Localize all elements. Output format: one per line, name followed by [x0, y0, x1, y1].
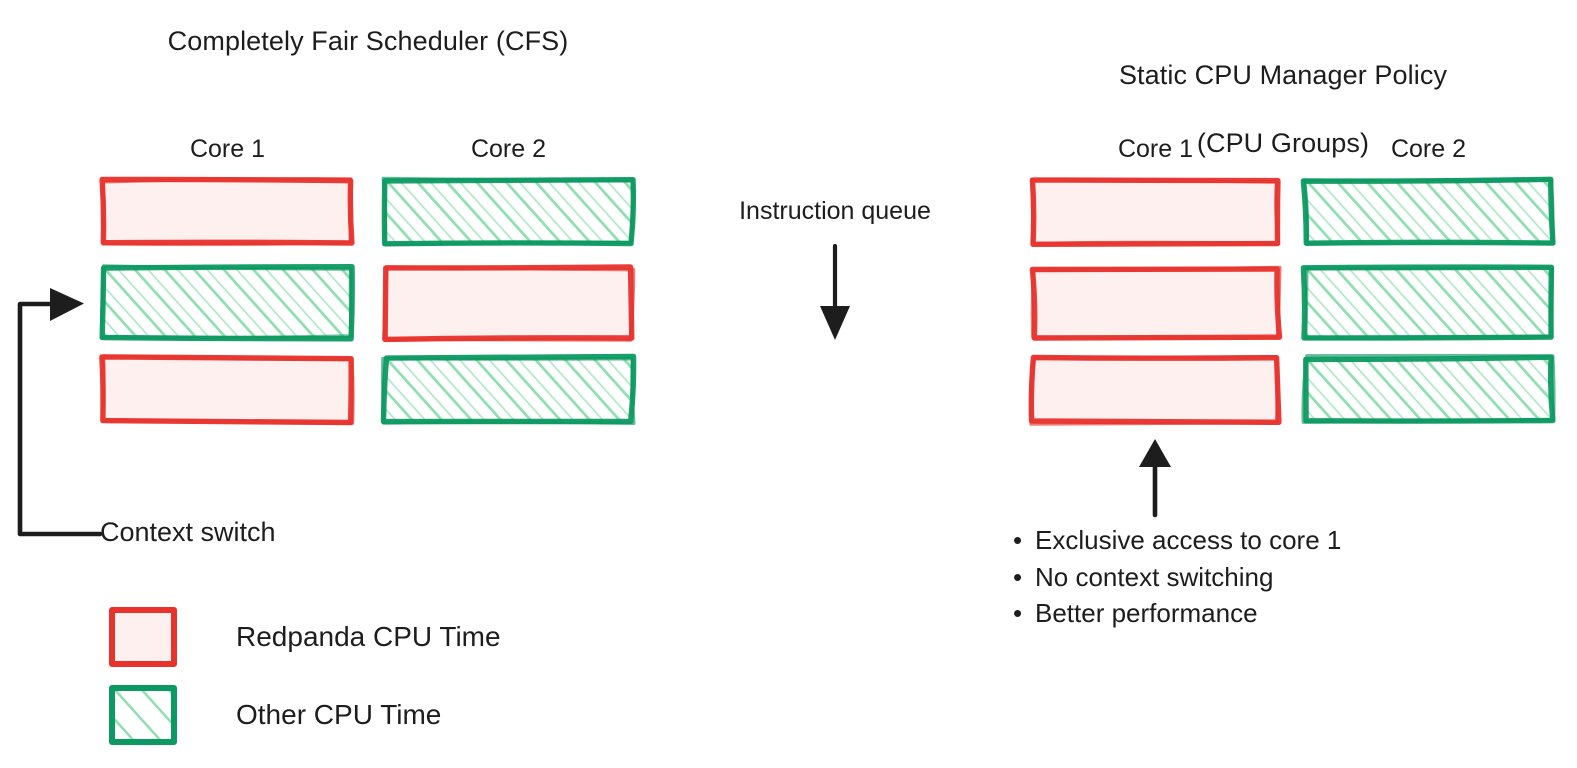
- cpu-time-block-redpanda: [1024, 349, 1287, 431]
- legend-swatch-redpanda-icon: [109, 607, 177, 667]
- context-switch-label: Context switch: [100, 517, 276, 547]
- instruction-queue-label: Instruction queue: [739, 197, 931, 225]
- cpu-time-block-other: [1296, 349, 1561, 431]
- legend-label-other: Other CPU Time: [236, 699, 442, 730]
- core-label-left-core1: Core 1: [189, 135, 266, 163]
- cpu-time-block-other: [376, 171, 641, 252]
- panel-title-right-line2: (CPU Groups): [1196, 128, 1370, 158]
- panel-title-left: Completely Fair Scheduler (CFS): [167, 26, 569, 56]
- cpu-time-block-redpanda: [94, 349, 361, 431]
- core-label-right-core1: Core 1: [1117, 135, 1194, 163]
- cpu-time-block-other: [376, 349, 641, 431]
- context-switch-arrow-icon: [4, 280, 114, 555]
- benefits-list: Exclusive access to core 1 No context sw…: [1005, 522, 1545, 632]
- core-label-left-core2: Core 2: [470, 135, 547, 163]
- benefit-item: Better performance: [1013, 595, 1545, 632]
- cpu-time-block-redpanda: [1024, 171, 1287, 252]
- legend-label-redpanda: Redpanda CPU Time: [236, 621, 501, 652]
- legend-item-redpanda: Redpanda CPU Time: [108, 606, 501, 668]
- benefit-item: No context switching: [1013, 559, 1545, 596]
- panel-title-right-line1: Static CPU Manager Policy: [1118, 60, 1448, 90]
- cpu-time-block-redpanda: [1024, 259, 1287, 347]
- instruction-queue-arrow-icon: [790, 243, 880, 349]
- cpu-time-block-redpanda: [94, 171, 361, 252]
- benefit-item: Exclusive access to core 1: [1013, 522, 1545, 559]
- core-label-right-core2: Core 2: [1390, 135, 1467, 163]
- cpu-time-block-redpanda: [376, 259, 641, 347]
- legend-item-other: Other CPU Time: [108, 684, 441, 746]
- legend-swatch-other-icon: [109, 685, 177, 745]
- cpu-time-block-other: [94, 259, 361, 347]
- panel-title-right: Static CPU Manager Policy (CPU Groups): [1003, 24, 1563, 160]
- exclusive-access-arrow-icon: [1120, 437, 1190, 524]
- benefits-ul: Exclusive access to core 1 No context sw…: [1005, 522, 1545, 632]
- cpu-time-block-other: [1296, 171, 1561, 252]
- cpu-time-block-other: [1296, 259, 1561, 347]
